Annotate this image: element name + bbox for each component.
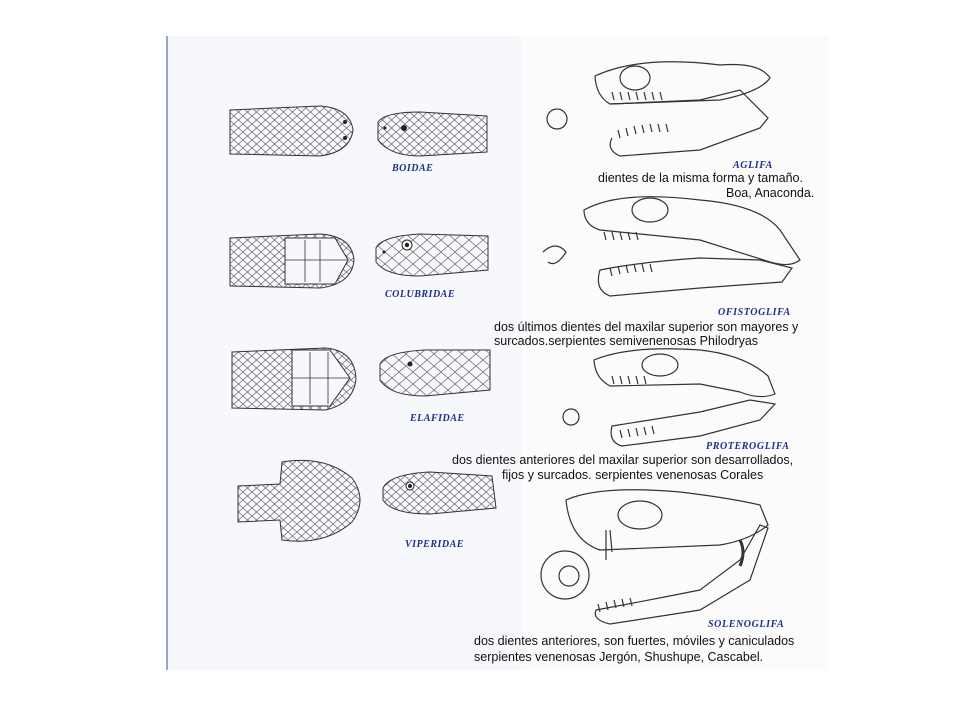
boidae-dorsal-head-drawing: [229, 105, 354, 157]
boidae-lateral-head-drawing: [377, 111, 488, 157]
dentition-type-proteroglifa: PROTEROGLIFA: [706, 441, 790, 452]
solenoglifa-skull-drawing: [540, 489, 769, 625]
dentition-aglifa-line2: Boa, Anaconda.: [726, 186, 815, 200]
ofistoglifa-skull-drawing: [542, 196, 801, 297]
dentition-proteroglifa-line1: dos dientes anteriores del maxilar super…: [452, 453, 794, 467]
proteroglifa-skull-drawing: [562, 348, 777, 447]
colubridae-dorsal-head-drawing: [229, 233, 355, 289]
family-label-boidae: BOIDAE: [392, 163, 434, 174]
dentition-solenoglifa-line1: dos dientes anteriores, son fuertes, móv…: [474, 634, 795, 648]
dentition-ofistoglifa-line2: surcados.serpientes semivenenosas Philod…: [494, 334, 759, 348]
colubridae-lateral-head-drawing: [375, 233, 489, 277]
family-label-elafidae: ELAFIDAE: [410, 413, 465, 424]
dentition-aglifa-line1: dientes de la misma forma y tamaño.: [598, 171, 803, 185]
skulls-panel: [522, 36, 828, 670]
elafidae-dorsal-head-drawing: [231, 347, 357, 411]
viperidae-lateral-head-drawing: [382, 471, 497, 515]
family-label-colubridae: COLUBRIDAE: [385, 289, 456, 300]
dentition-type-solenoglifa: SOLENOGLIFA: [708, 619, 785, 630]
dentition-type-ofistoglifa: OFISTOGLIFA: [718, 307, 791, 318]
dentition-ofistoglifa-line1: dos últimos dientes del maxilar superior…: [494, 320, 799, 334]
aglifa-skull-drawing: [546, 61, 771, 157]
family-label-viperidae: VIPERIDAE: [405, 539, 464, 550]
viperidae-dorsal-head-drawing: [237, 459, 361, 542]
dentition-solenoglifa-line2: serpientes venenosas Jergón, Shushupe, C…: [474, 650, 764, 664]
dentition-proteroglifa-line2: fijos y surcados. serpientes venenosas C…: [502, 468, 764, 482]
elafidae-lateral-head-drawing: [379, 349, 491, 397]
dentition-type-aglifa: AGLIFA: [733, 160, 773, 171]
